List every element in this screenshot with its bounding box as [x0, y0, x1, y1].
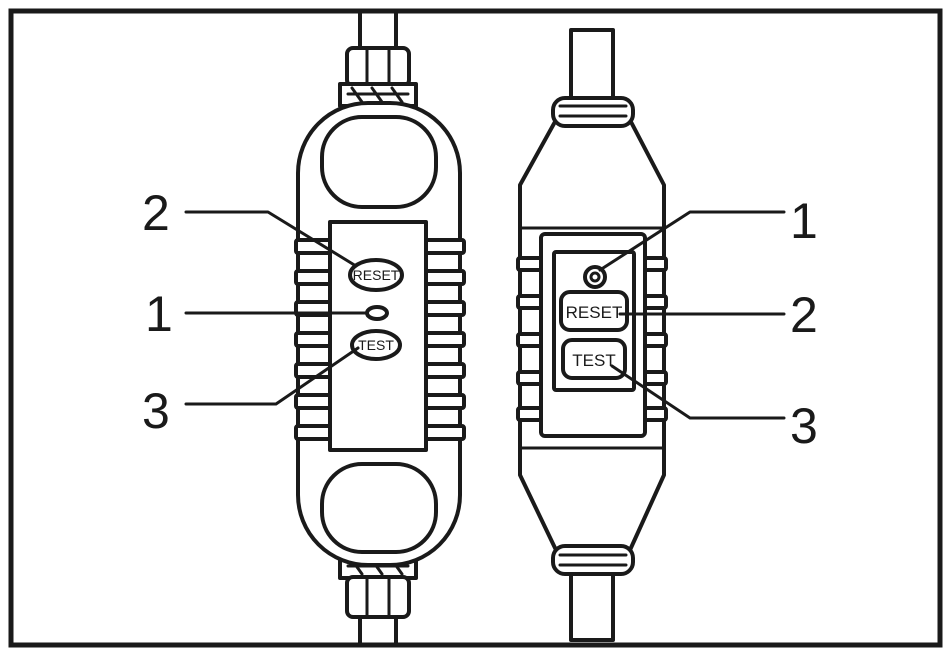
right-test-label: TEST [572, 351, 615, 370]
right-top-collar [551, 96, 635, 128]
right-test-button[interactable]: TEST [561, 338, 627, 380]
left-leader-reset [184, 210, 358, 268]
left-leader-test [184, 346, 360, 406]
right-callout-reset: 2 [790, 287, 818, 343]
left-callout-indicator: 1 [145, 286, 173, 342]
right-callout-indicator: 1 [790, 193, 818, 249]
right-reset-button[interactable]: RESET [559, 290, 629, 332]
left-test-label: TEST [358, 337, 394, 353]
right-bottom-collar [551, 544, 635, 576]
right-callout-test: 3 [790, 398, 818, 454]
left-callout-reset: 2 [142, 185, 170, 241]
left-top-grip [320, 115, 438, 209]
right-leader-indicator [598, 210, 786, 272]
left-reset-button[interactable]: RESET [348, 258, 404, 292]
diagram-frame [8, 8, 943, 648]
right-leader-test [610, 364, 786, 420]
left-bottom-grip [320, 462, 438, 554]
right-indicator-light [583, 265, 607, 289]
left-top-gland [338, 46, 418, 108]
right-device: RESET TEST 1 2 3 [516, 28, 818, 642]
left-callout-test: 3 [142, 383, 170, 439]
left-reset-label: RESET [353, 267, 400, 283]
left-test-button[interactable]: TEST [350, 329, 402, 361]
left-device: RESET TEST 2 1 3 [142, 9, 466, 647]
right-reset-label: RESET [566, 303, 623, 322]
left-indicator-light [365, 305, 389, 321]
